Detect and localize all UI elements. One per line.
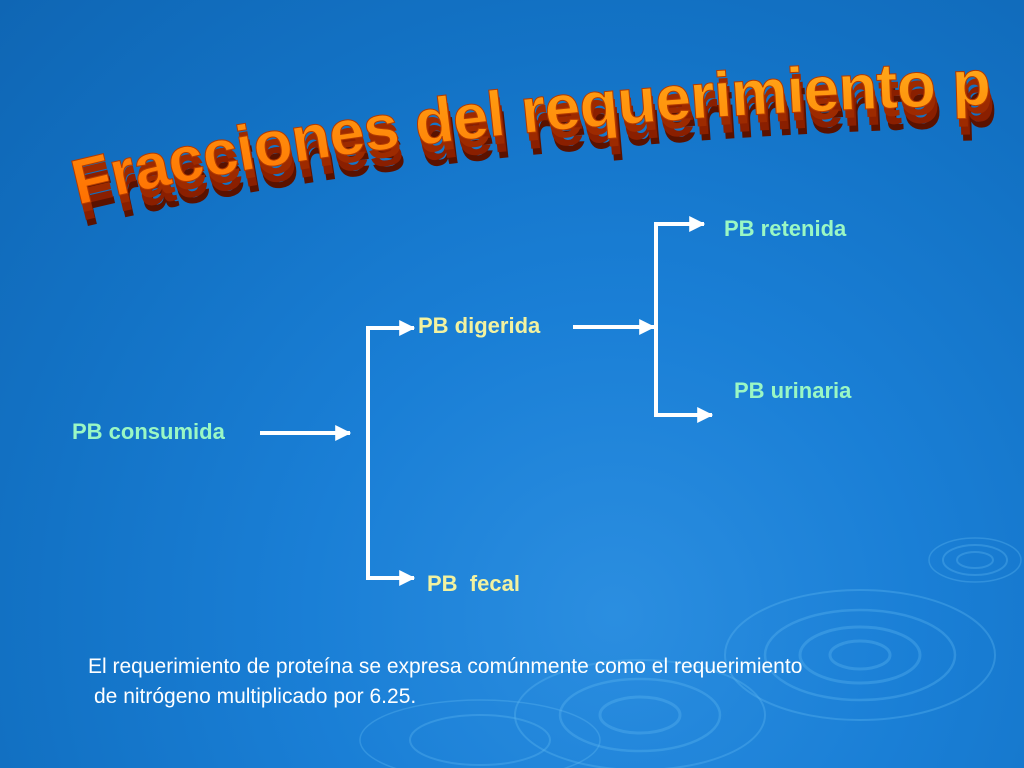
footnote-text: El requerimiento de proteína se expresa … — [88, 652, 988, 712]
bracket-digestion — [366, 326, 412, 580]
bracket-metabolism — [654, 222, 700, 417]
footnote-line-2: de nitrógeno multiplicado por 6.25. — [94, 685, 417, 708]
node-pb-retenida: PB retenida — [724, 216, 847, 241]
node-pb-consumida: PB consumida — [72, 419, 225, 444]
node-pb-digerida: PB digerida — [418, 313, 541, 338]
footnote-line-1: El requerimiento de proteína se expresa … — [88, 655, 803, 678]
node-pb-urinaria: PB urinaria — [734, 378, 852, 403]
node-pb-fecal: PB fecal — [427, 571, 520, 596]
title-wordart: Fracciones del requerimiento proteico Fr… — [0, 0, 998, 240]
